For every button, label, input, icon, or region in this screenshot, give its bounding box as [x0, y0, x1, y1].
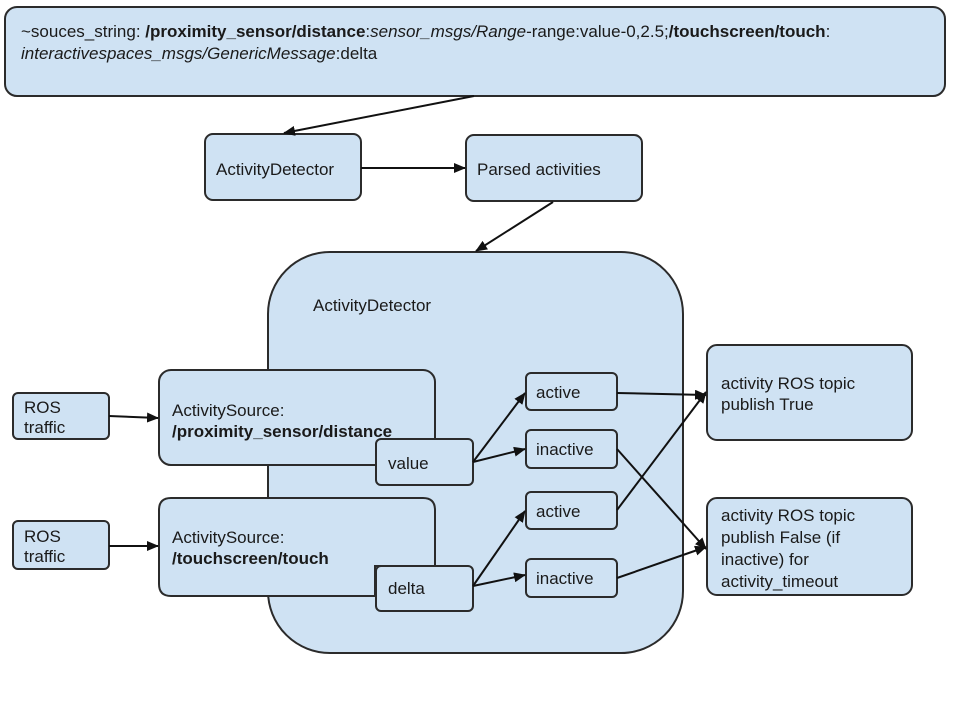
field-delta-label: delta [388, 579, 425, 598]
output-true-line2: publish True [721, 395, 814, 414]
state-active-box-1-shape [525, 372, 618, 411]
activity-source-2-shape [158, 497, 436, 597]
activity-source-1-shape [158, 369, 436, 466]
output-false-box-shape [706, 497, 913, 596]
arrow-delta-to-active [472, 510, 526, 587]
field-value-box: value [375, 438, 474, 486]
activity-detector-box: ActivityDetector [204, 133, 362, 201]
arrow-value-to-active [472, 392, 526, 463]
activity-source-2: ActivitySource: /touchscreen/touch [158, 497, 436, 597]
arrow-config-to-detector [283, 95, 475, 136]
activity-detector-label: ActivityDetector [216, 160, 334, 179]
ros-traffic-1-line1: ROS [24, 398, 61, 417]
state-active-2-label: active [536, 502, 580, 521]
activity-source-1-topic: /proximity_sensor/distance [172, 422, 392, 441]
detector-container-label: ActivityDetector [313, 296, 431, 315]
state-inactive-2-label: inactive [536, 569, 594, 588]
field-delta-box: delta [375, 565, 474, 612]
parsed-activities-box-shape [465, 134, 643, 202]
field-value-label: value [388, 454, 429, 473]
parsed-activities-label: Parsed activities [477, 160, 601, 179]
arrow-active1-to-true [616, 389, 707, 400]
config-line-2: interactivespaces_msgs/GenericMessage:de… [21, 44, 378, 63]
config-line-1: ~souces_string: /proximity_sensor/distan… [21, 22, 830, 41]
config-prefix: ~souces_string: [21, 22, 145, 41]
output-false-line4: activity_timeout [721, 572, 838, 591]
output-false-line1: activity ROS topic [721, 506, 856, 525]
output-false-box: activity ROS topic publish False (if ina… [706, 497, 913, 596]
arrow-parsed-to-container [475, 201, 554, 252]
ros-traffic-box-2: ROS traffic [12, 520, 110, 570]
config-topic-1: /proximity_sensor/distance [145, 22, 365, 41]
config-sep-2: : [826, 22, 831, 41]
activity-source-2-topic: /touchscreen/touch [172, 549, 329, 568]
state-active-box-2: active [525, 491, 618, 530]
arrow-delta-to-inactive [472, 572, 526, 587]
ros-traffic-2-line1: ROS [24, 527, 61, 546]
output-true-line1: activity ROS topic [721, 374, 856, 393]
config-suffix-2: :delta [336, 44, 378, 63]
activity-source-1: ActivitySource: /proximity_sensor/distan… [158, 369, 436, 466]
state-inactive-box-2: inactive [525, 558, 618, 598]
config-type-2: interactivespaces_msgs/GenericMessage [21, 44, 336, 63]
activity-source-1-line1: ActivitySource: [172, 401, 284, 420]
arrow-inactive2-to-false [616, 545, 707, 579]
config-suffix-1: -range:value-0,2.5; [526, 22, 669, 41]
ros-traffic-box-1: ROS traffic [12, 392, 110, 440]
arrow-value-to-inactive [472, 446, 526, 463]
state-active-box-2-shape [525, 491, 618, 530]
config-box: ~souces_string: /proximity_sensor/distan… [4, 6, 946, 97]
state-active-1-label: active [536, 383, 580, 402]
output-true-box-shape [706, 344, 913, 441]
ros-traffic-2-line2: traffic [24, 547, 66, 566]
state-inactive-box-1: inactive [525, 429, 618, 469]
config-type-1: sensor_msgs/Range [370, 22, 526, 41]
arrow-inactive1-to-false [616, 448, 707, 550]
output-false-line2: publish False (if [721, 528, 840, 547]
ros-traffic-1-line2: traffic [24, 418, 66, 437]
config-sep-1: : [365, 22, 370, 41]
config-topic-2: /touchscreen/touch [669, 22, 826, 41]
state-inactive-1-label: inactive [536, 440, 594, 459]
output-true-box: activity ROS topic publish True [706, 344, 913, 441]
arrow-active2-to-true [616, 391, 707, 511]
activity-source-2-line1: ActivitySource: [172, 528, 284, 547]
output-false-line3: inactive) for [721, 550, 809, 569]
config-box-shape [4, 6, 946, 97]
state-active-box-1: active [525, 372, 618, 411]
field-delta-box-shape [375, 565, 474, 612]
parsed-activities-box: Parsed activities [465, 134, 643, 202]
arrow-ros1-to-source1 [108, 412, 159, 423]
